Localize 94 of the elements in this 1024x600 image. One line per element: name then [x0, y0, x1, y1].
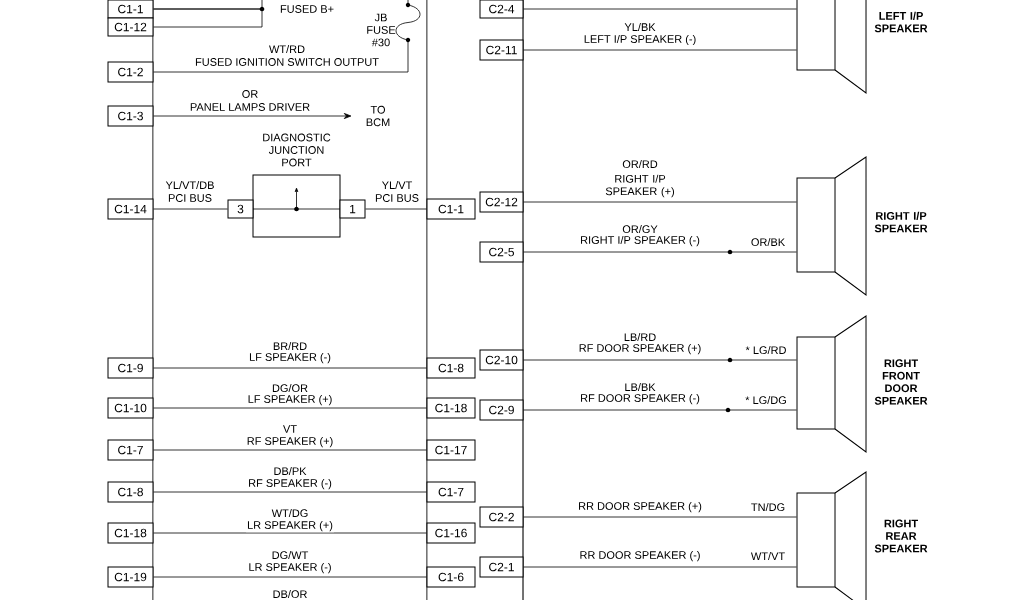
- wire-color-code: DG/OR: [271, 382, 310, 394]
- wire-label: FUSED B+: [278, 4, 336, 14]
- wire: [153, 407, 427, 409]
- wire-label: RR DOOR SPEAKER (+): [577, 500, 703, 514]
- wire-label: LR SPEAKER (+): [246, 519, 334, 533]
- wire: [523, 8, 797, 10]
- port-label: DIAGNOSTIC JUNCTION PORT: [263, 133, 331, 167]
- wire-label: RF SPEAKER (+): [245, 435, 335, 449]
- wire-color-code: WT/RD: [268, 43, 307, 55]
- connector-box: C1-7: [426, 481, 476, 503]
- wire-color-code: DB/OR: [271, 588, 309, 600]
- wire-label: FUSED IGNITION SWITCH OUTPUT: [194, 57, 380, 67]
- wire-color-code: OR/GY: [621, 223, 659, 235]
- pin-box: 1: [339, 199, 366, 219]
- wire-label: LEFT I/P SPEAKER (-): [582, 33, 698, 47]
- wire-label: RF DOOR SPEAKER (+): [577, 342, 703, 356]
- wire: [153, 367, 427, 369]
- wire: [153, 208, 228, 210]
- wire: [153, 576, 427, 578]
- pin-box: 3: [227, 199, 254, 219]
- wire-color-code: DB/PK: [272, 465, 308, 477]
- connector-box: C1-2: [107, 61, 154, 83]
- connector-box: C1-1: [426, 198, 476, 220]
- connector-box: C1-10: [107, 397, 154, 419]
- wire: [523, 49, 797, 51]
- wire: [153, 491, 427, 493]
- connector-box: C2-11: [479, 39, 524, 61]
- connector-box: C1-18: [107, 522, 154, 544]
- wire-color-code: YL/BK: [623, 21, 657, 33]
- wire: [523, 516, 797, 518]
- wire: [365, 208, 427, 210]
- wire: [407, 0, 409, 5]
- fuse-label: JB FUSE #30: [367, 13, 396, 47]
- wire-color-code: * LG/RD: [744, 344, 788, 356]
- connector-box: C1-12: [107, 17, 154, 37]
- speaker-label: RIGHT FRONT DOOR SPEAKER: [874, 359, 928, 405]
- wire-color-code: YL/VT: [380, 179, 414, 191]
- wire: [523, 251, 797, 253]
- connector-box: C2-9: [479, 399, 524, 421]
- wire-color-code: OR/BK: [749, 236, 787, 248]
- wire-label: LF SPEAKER (-): [248, 351, 332, 365]
- wire: [153, 113, 352, 119]
- connector-box: C2-2: [479, 506, 524, 528]
- wire-label: LR SPEAKER (-): [247, 561, 333, 575]
- wire: [523, 409, 797, 411]
- wire-color-code: LB/RD: [622, 331, 658, 343]
- wire-label: RF DOOR SPEAKER (-): [579, 392, 701, 406]
- wire: [523, 201, 797, 203]
- speaker-label: RIGHT I/P SPEAKER: [874, 211, 928, 233]
- connector-box: C2-12: [479, 191, 524, 213]
- connector-box: C2-1: [479, 556, 524, 578]
- connector-box: C1-16: [426, 522, 476, 544]
- wire: [153, 8, 263, 28]
- wire-color-code: WT/DG: [270, 507, 310, 519]
- wire-label: PCI BUS: [167, 193, 213, 203]
- wire-label: RF SPEAKER (-): [247, 477, 333, 491]
- wire-color-code: YL/VT/DB: [164, 179, 216, 191]
- wire-color-code: TN/DG: [749, 501, 787, 513]
- wire-label: RR DOOR SPEAKER (-): [578, 549, 702, 563]
- connector-box: C1-8: [107, 481, 154, 503]
- wire-label: RIGHT I/P SPEAKER (-): [579, 234, 701, 248]
- wire-color-code: DG/WT: [270, 549, 310, 561]
- connector-box: C1-3: [107, 105, 154, 127]
- wire: [523, 566, 797, 568]
- wire-label: PCI BUS: [374, 193, 420, 203]
- speaker-label: RIGHT REAR SPEAKER: [874, 519, 928, 553]
- wire-color-code: * LG/DG: [744, 394, 788, 406]
- connector-box: C1-19: [107, 566, 154, 588]
- wire: [153, 40, 409, 73]
- connector-box: C2-5: [479, 241, 524, 263]
- wire-color-code: LB/BK: [623, 381, 657, 393]
- connector-box: C1-6: [426, 566, 476, 588]
- connector-box: C1-9: [107, 357, 154, 379]
- speaker-label: LEFT I/P SPEAKER: [874, 11, 928, 33]
- wire: [153, 532, 427, 534]
- wire-label: RIGHT I/P SPEAKER (+): [598, 173, 682, 199]
- connector-box: C1-18: [426, 397, 476, 419]
- connector-box: C1-8: [426, 357, 476, 379]
- wire-color-code: OR: [240, 89, 260, 99]
- connector-box: C1-1: [107, 0, 154, 19]
- wire-label: PANEL LAMPS DRIVER: [188, 102, 312, 112]
- wire-color-code: VT: [282, 424, 299, 434]
- wire-color-code: WT/VT: [749, 550, 787, 562]
- wire-label: LF SPEAKER (+): [246, 393, 334, 407]
- destination-label: TO BCM: [361, 104, 395, 128]
- connector-box: C1-14: [107, 198, 154, 220]
- wire-color-code: BR/RD: [271, 340, 309, 352]
- connector-box: C2-4: [479, 0, 524, 19]
- wire: [153, 449, 427, 451]
- wire-color-code: OR/RD: [621, 158, 659, 170]
- connector-box: C1-7: [107, 439, 154, 461]
- wire: [523, 359, 797, 361]
- connector-box: C1-17: [426, 439, 476, 461]
- connector-box: C2-10: [479, 349, 524, 371]
